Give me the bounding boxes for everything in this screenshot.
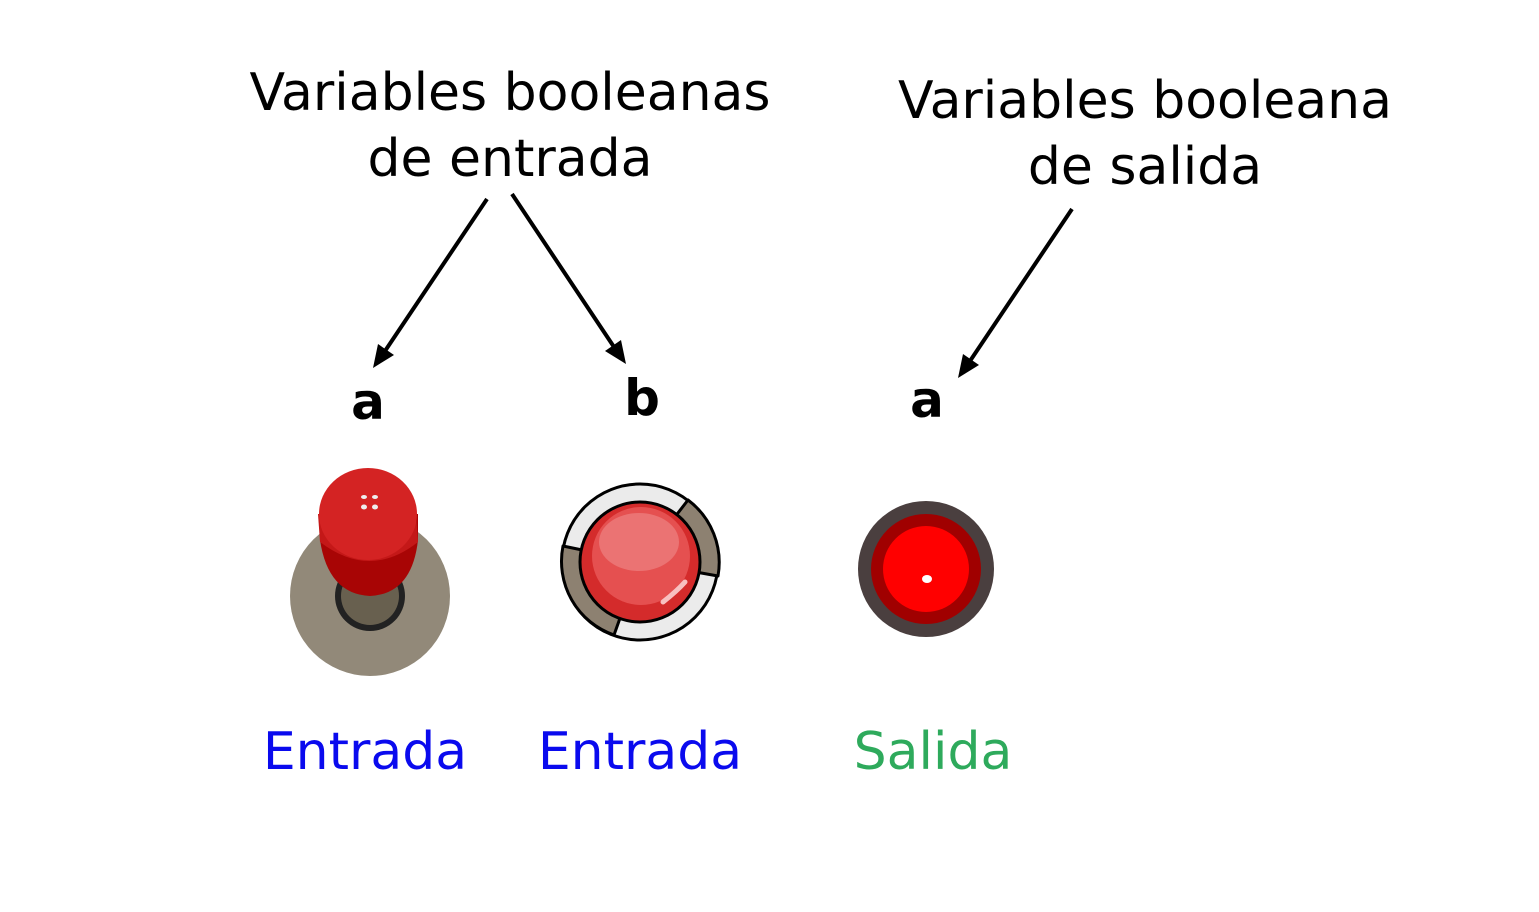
toggle-switch-icon (280, 462, 460, 682)
input-heading-line1: Variables booleanas (249, 63, 771, 123)
output-variables-heading: Variables booleana de salida (880, 68, 1410, 200)
output-heading-line1: Variables booleana (898, 71, 1392, 131)
push-button-icon (555, 478, 725, 648)
arrowhead-input-b (605, 340, 626, 364)
role-label-input-b: Entrada (537, 722, 743, 782)
input-heading-line2: de entrada (367, 129, 653, 189)
arrow-to-output-a (966, 207, 1074, 366)
arrow-to-input-b (510, 192, 618, 352)
output-heading-line2: de salida (1027, 137, 1263, 197)
indicator-lamp-icon (855, 498, 997, 640)
arrow-to-input-a (381, 197, 489, 356)
arrowhead-output-a (958, 354, 979, 378)
input-variable-a-label: a (351, 373, 385, 431)
output-variable-a-label: a (910, 371, 944, 429)
input-variables-heading: Variables booleanas de entrada (240, 60, 780, 192)
arrowhead-input-a (373, 344, 394, 368)
input-variable-b-label: b (624, 369, 660, 427)
role-label-input-a: Entrada (262, 722, 468, 782)
role-label-output-a: Salida (853, 722, 1013, 782)
